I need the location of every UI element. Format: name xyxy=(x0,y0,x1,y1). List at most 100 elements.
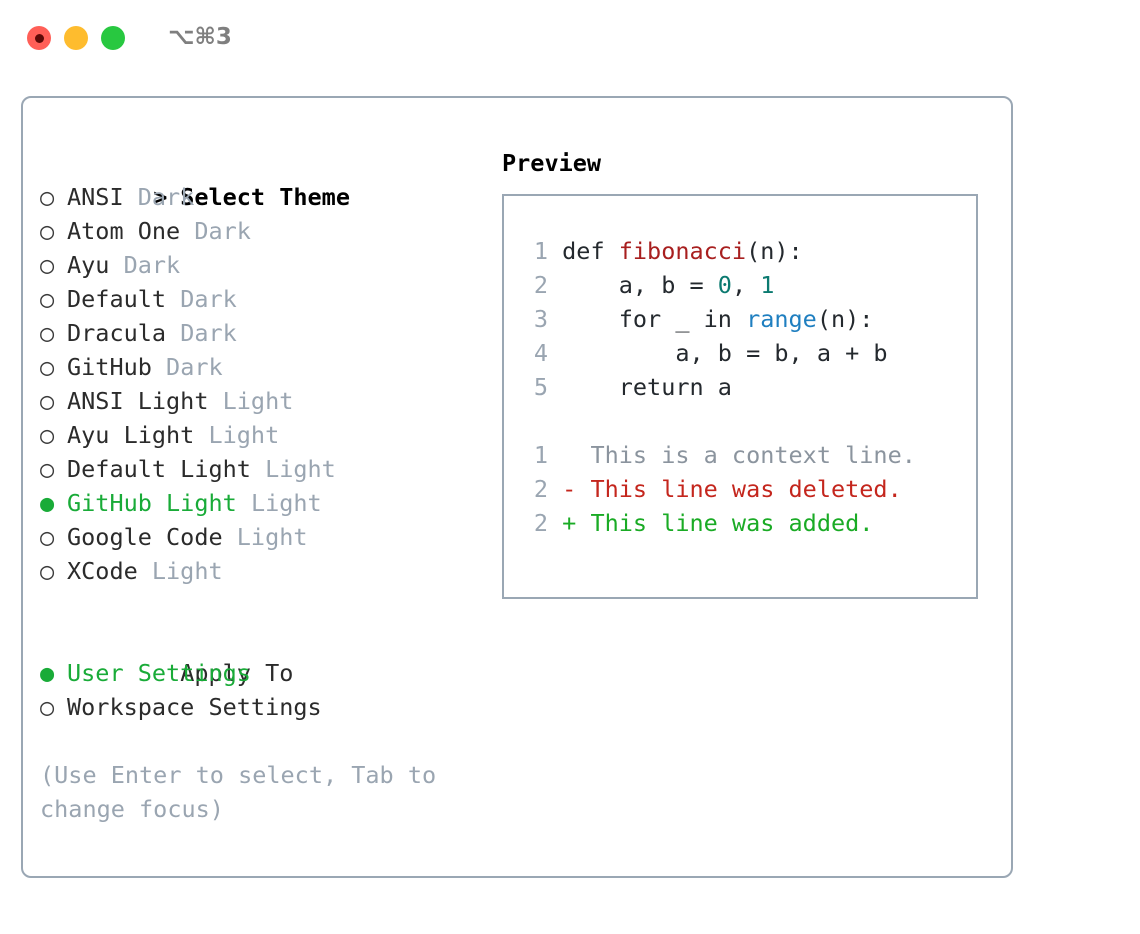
apply-to-heading-label: Apply To xyxy=(180,659,294,687)
radio-unselected-icon: ○ xyxy=(40,421,69,449)
theme-name-label: Ayu Light xyxy=(67,421,209,449)
theme-variant-label: Light xyxy=(208,421,280,449)
theme-variant-label: Dark xyxy=(166,353,223,381)
code-line: 4 a, b = b, a + b xyxy=(520,336,916,370)
code-token: (n): xyxy=(816,305,874,333)
theme-selector-column: > Select Theme ○ ANSI Dark○ Atom One Dar… xyxy=(40,146,480,826)
radio-unselected-icon: ○ xyxy=(40,455,69,483)
theme-name-label: Default Light xyxy=(67,455,266,483)
line-number: 2 xyxy=(533,509,548,537)
theme-option-ayu-light[interactable]: ○ Ayu Light Light xyxy=(40,418,480,452)
apply-to-label: User Settings xyxy=(67,659,251,687)
theme-option-atom-one[interactable]: ○ Atom One Dark xyxy=(40,214,480,248)
diff-line-del: 2 - This line was deleted. xyxy=(520,472,916,506)
apply-to-option-workspace-settings[interactable]: ○ Workspace Settings xyxy=(40,690,480,724)
code-token: a, b = b, a + b xyxy=(562,339,888,367)
theme-name-label: Dracula xyxy=(67,319,181,347)
apply-to-option-user-settings[interactable]: ● User Settings xyxy=(40,656,480,690)
theme-option-github[interactable]: ○ GitHub Dark xyxy=(40,350,480,384)
code-token: (n): xyxy=(746,237,803,265)
radio-selected-icon: ● xyxy=(40,659,69,687)
line-number: 1 xyxy=(533,441,548,469)
select-theme-heading: > Select Theme xyxy=(40,146,480,211)
maximize-button[interactable] xyxy=(101,26,125,50)
theme-variant-label: Light xyxy=(250,489,322,517)
theme-name-label: XCode xyxy=(67,557,152,585)
theme-variant-label: Light xyxy=(265,455,336,483)
minimize-button[interactable] xyxy=(64,26,88,50)
code-line: 5 return a xyxy=(520,370,916,404)
theme-option-ansi-light[interactable]: ○ ANSI Light Light xyxy=(40,384,480,418)
theme-variant-label: Dark xyxy=(194,217,251,245)
apply-to-list: ● User Settings○ Workspace Settings xyxy=(40,656,480,724)
theme-option-dracula[interactable]: ○ Dracula Dark xyxy=(40,316,480,350)
theme-name-label: Atom One xyxy=(67,217,195,245)
diff-line-text: + This line was added. xyxy=(562,509,874,537)
preview-spacer xyxy=(520,404,916,438)
theme-variant-label: Light xyxy=(151,557,223,585)
theme-name-label: Google Code xyxy=(67,523,237,551)
line-number: 4 xyxy=(533,339,548,367)
line-number: 2 xyxy=(533,475,548,503)
code-token: , xyxy=(731,271,761,299)
radio-selected-icon: ● xyxy=(40,489,69,517)
code-token: 0 xyxy=(717,271,732,299)
theme-name-label: GitHub xyxy=(67,353,167,381)
theme-variant-label: Light xyxy=(222,387,294,415)
diff-line-text: - This line was deleted. xyxy=(562,475,902,503)
code-token: range xyxy=(746,305,817,333)
theme-variant-label: Dark xyxy=(180,285,237,313)
theme-name-label: ANSI xyxy=(67,183,138,211)
radio-unselected-icon: ○ xyxy=(40,251,69,279)
theme-option-ansi[interactable]: ○ ANSI Dark xyxy=(40,180,480,214)
theme-option-default-light[interactable]: ○ Default Light Light xyxy=(40,452,480,486)
radio-unselected-icon: ○ xyxy=(40,285,69,313)
select-theme-heading-label: Select Theme xyxy=(180,183,350,211)
radio-unselected-icon: ○ xyxy=(40,387,69,415)
theme-variant-label: Dark xyxy=(137,183,195,211)
line-number: 3 xyxy=(533,305,548,333)
theme-option-default[interactable]: ○ Default Dark xyxy=(40,282,480,316)
theme-name-label: Ayu xyxy=(67,251,124,279)
main-panel: > Select Theme ○ ANSI Dark○ Atom One Dar… xyxy=(21,96,1013,878)
theme-option-google-code[interactable]: ○ Google Code Light xyxy=(40,520,480,554)
line-number: 5 xyxy=(533,373,548,401)
close-button[interactable] xyxy=(27,26,51,50)
title-bar: ⌥⌘3 xyxy=(0,0,1140,76)
code-token: for _ in xyxy=(562,305,747,333)
keyboard-hint-text: (Use Enter to select, Tab to change focu… xyxy=(40,761,437,823)
theme-list: ○ ANSI Dark○ Atom One Dark○ Ayu Dark○ De… xyxy=(40,180,480,588)
code-token: fibonacci xyxy=(618,237,747,265)
code-token: 1 xyxy=(760,271,775,299)
preview-column: Preview 1 def fibonacci(n):2 a, b = 0, 1… xyxy=(502,146,992,599)
theme-variant-label: Dark xyxy=(123,251,181,279)
theme-name-label: Default xyxy=(67,285,181,313)
theme-option-github-light[interactable]: ● GitHub Light Light xyxy=(40,486,480,520)
preview-title: Preview xyxy=(502,149,602,177)
radio-unselected-icon: ○ xyxy=(40,353,69,381)
radio-unselected-icon: ○ xyxy=(40,523,69,551)
radio-unselected-icon: ○ xyxy=(40,217,69,245)
code-line: 1 def fibonacci(n): xyxy=(520,234,916,268)
radio-unselected-icon: ○ xyxy=(40,183,69,211)
code-token: a, b = xyxy=(562,271,718,299)
theme-option-ayu[interactable]: ○ Ayu Dark xyxy=(40,248,480,282)
code-line: 2 a, b = 0, 1 xyxy=(520,268,916,302)
apply-to-label: Workspace Settings xyxy=(67,693,322,721)
theme-option-xcode[interactable]: ○ XCode Light xyxy=(40,554,480,588)
window-controls xyxy=(27,26,125,50)
radio-unselected-icon: ○ xyxy=(40,693,69,721)
diff-line-text: This is a context line. xyxy=(562,441,916,469)
diff-line-ctx: 1 This is a context line. xyxy=(520,438,916,472)
code-token: return a xyxy=(562,373,732,401)
line-number: 1 xyxy=(533,237,548,265)
radio-unselected-icon: ○ xyxy=(40,319,69,347)
theme-name-label: ANSI Light xyxy=(67,387,223,415)
theme-name-label: GitHub Light xyxy=(67,489,251,517)
keyboard-shortcut-label: ⌥⌘3 xyxy=(168,24,232,50)
code-token: def xyxy=(562,237,619,265)
